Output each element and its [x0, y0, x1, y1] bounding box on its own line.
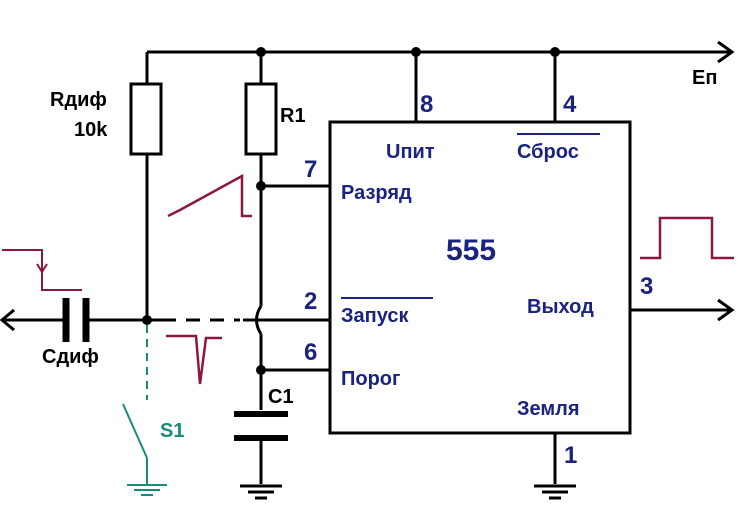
pin-number-threshold: 6: [304, 339, 317, 366]
chip-body: [328, 120, 632, 435]
supply-label: Еп: [692, 67, 717, 89]
ground-icon: [240, 484, 282, 500]
resistor-rdif: [129, 52, 163, 320]
switch-s1: [122, 325, 148, 484]
pin-label-output: Выход: [527, 296, 594, 318]
pin-label-discharge: Разряд: [341, 182, 412, 204]
pin-label-trigger: Запуск: [341, 305, 409, 327]
rdif-value: 10k: [74, 119, 108, 141]
pin-number-ground: 1: [564, 442, 577, 469]
pin-wires: [261, 52, 735, 484]
pin-number-output: 3: [640, 273, 653, 300]
capacitor-c1: [234, 411, 288, 484]
pin-label-vcc: Uпит: [386, 141, 435, 163]
c1-name: C1: [268, 386, 294, 408]
cdif-name: Сдиф: [42, 346, 99, 368]
chip-ground-icon: [534, 484, 576, 500]
r1-name: R1: [280, 105, 306, 127]
junction-dot: [142, 315, 152, 325]
input-line: [0, 298, 330, 342]
pin-label-reset: Сброс: [517, 141, 579, 163]
waveform-sawtooth: [167, 173, 252, 218]
supply-rail: [147, 40, 735, 64]
waveform-trigger-spike: [166, 334, 222, 385]
waveform-input-step: [2, 249, 82, 291]
s1-name: S1: [160, 420, 184, 442]
pin-number-trigger: 2: [304, 288, 317, 315]
pin-number-discharge: 7: [304, 156, 317, 183]
pin-number-reset: 4: [563, 91, 577, 118]
pin-label-threshold: Порог: [341, 368, 400, 390]
pin-label-ground: Земля: [517, 398, 580, 420]
pin-number-vcc: 8: [420, 91, 433, 118]
rdif-name: Rдиф: [50, 89, 107, 111]
chip-name: 555: [446, 234, 496, 267]
waveform-output-pulse: [640, 216, 734, 260]
switch-ground-icon: [127, 484, 167, 496]
resistor-r1: [244, 52, 278, 410]
